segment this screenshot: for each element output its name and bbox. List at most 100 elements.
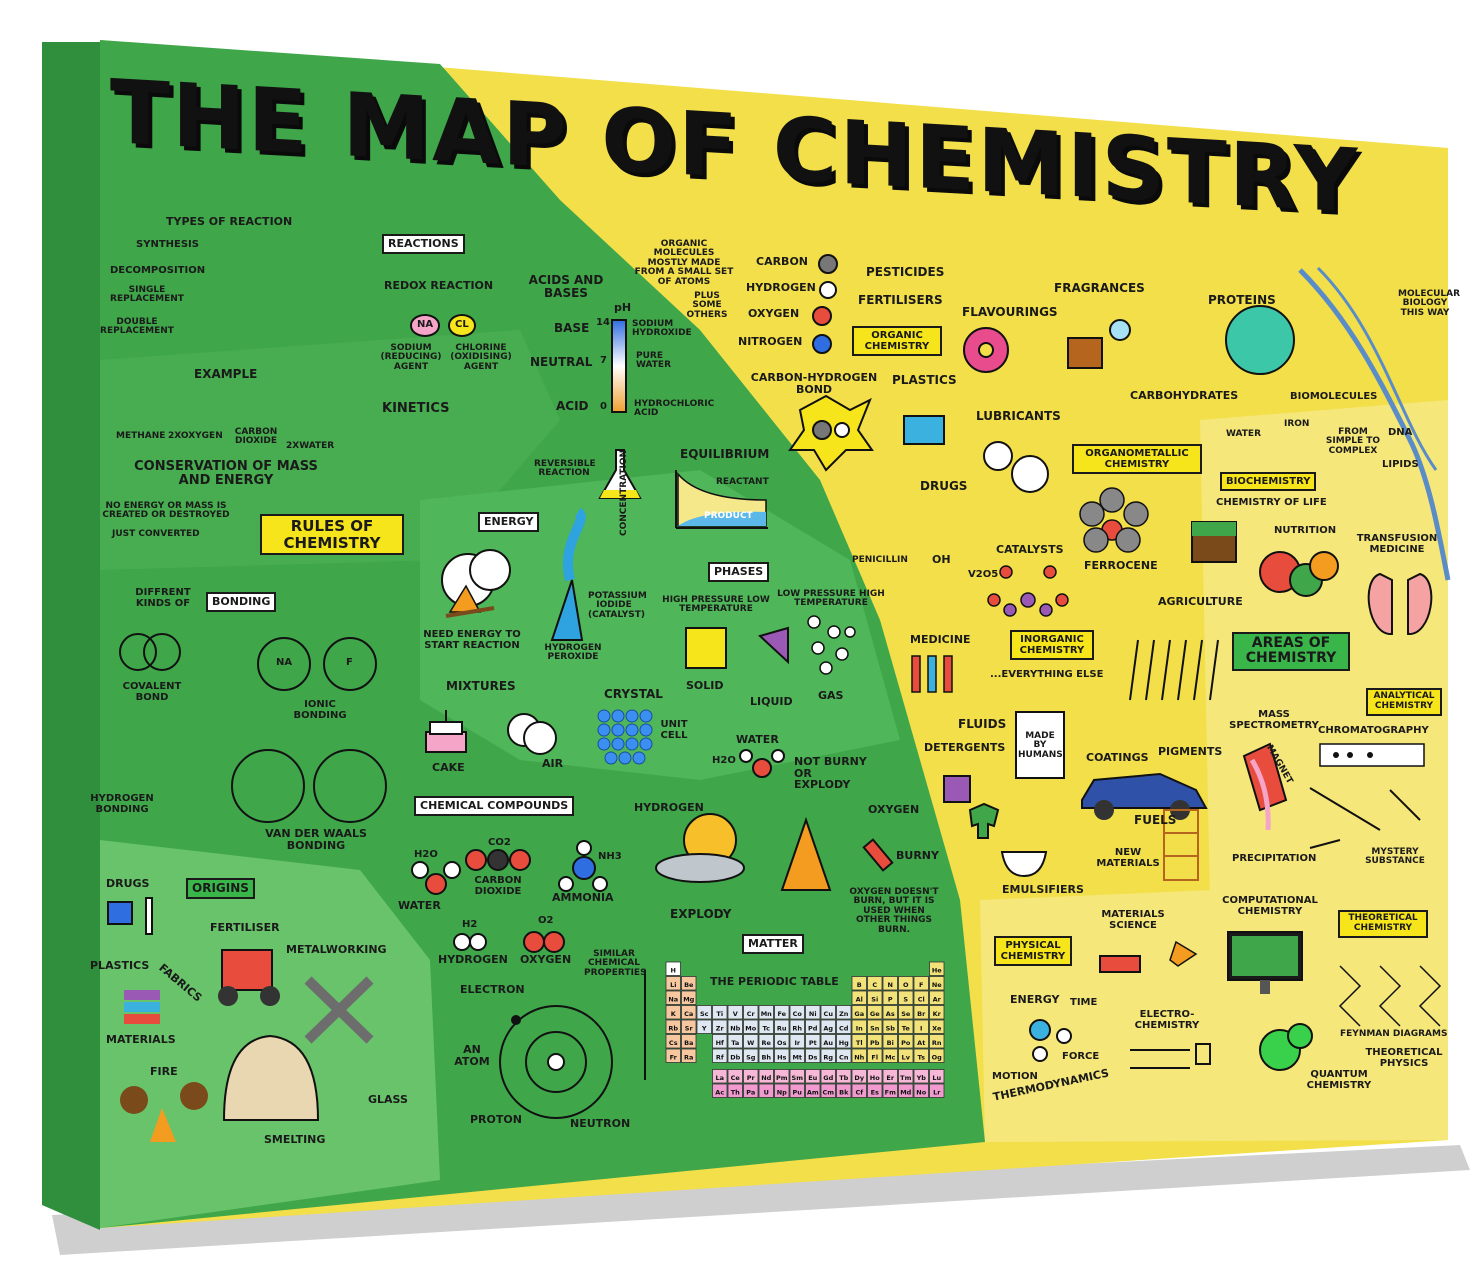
force-label: FORCE: [1062, 1051, 1100, 1062]
burny-fire-icon: [780, 816, 894, 891]
f-ion-label: F: [346, 657, 353, 668]
flavourings-label: FLAVOURINGS: [962, 305, 1058, 319]
fire-label: FIRE: [150, 1065, 178, 1078]
element-cell: [851, 1019, 867, 1034]
motion-label: MOTION: [992, 1071, 1038, 1082]
medicine-tubes-icon: [911, 655, 953, 693]
element-cell-symbol: Og: [932, 1054, 943, 1062]
mass-spec-label: MASS SPECTROMETRY: [1229, 709, 1319, 731]
element-cell-symbol: Mg: [683, 996, 694, 1004]
detergent-shirt-icon: [943, 775, 1000, 839]
solid-label: SOLID: [686, 679, 724, 692]
compound-molecules: [411, 840, 608, 953]
protein-blob-icon: [1225, 305, 1295, 375]
element-cell-symbol: Sb: [886, 1025, 896, 1033]
ionic-bond-icon: [257, 637, 377, 691]
transfusion-label: TRANSFUSION MEDICINE: [1356, 533, 1438, 555]
lanthanide-cell: [882, 1069, 898, 1084]
physical-chemistry-box: PHYSICAL CHEMISTRY: [994, 936, 1072, 966]
computer-monitor-icon: [1227, 931, 1303, 994]
element-cell: [913, 1034, 929, 1049]
actinide-cell-symbol: No: [916, 1089, 926, 1097]
element-cell: [851, 1034, 867, 1049]
element-cell: [805, 1034, 821, 1049]
lanthanide-cell-symbol: Eu: [808, 1074, 817, 1082]
element-cell-symbol: Cn: [839, 1054, 849, 1062]
quantum-label: QUANTUM CHEMISTRY: [1306, 1069, 1372, 1091]
emulsifier-bowl-icon: [1000, 851, 1048, 878]
hydrogen-bonding-label: HYDROGEN BONDING: [90, 793, 154, 815]
actinide-cell: [712, 1083, 728, 1098]
drugs-origin-label: DRUGS: [106, 877, 150, 890]
lanthanide-cell: [820, 1069, 836, 1084]
element-cell-symbol: Bi: [887, 1039, 894, 1047]
air-label: AIR: [542, 757, 564, 770]
actinide-cell-symbol: Ac: [715, 1089, 724, 1097]
element-cell-symbol: Ir: [794, 1039, 800, 1047]
ph7-label: 7: [600, 355, 607, 366]
element-cell-symbol: Ds: [808, 1054, 817, 1062]
feynman-diagrams: [1338, 965, 1442, 1027]
actinide-cell: [743, 1083, 759, 1098]
matter-box: MATTER: [742, 934, 804, 955]
cake-icon: [425, 710, 467, 753]
an-atom-label: AN ATOM: [454, 1043, 490, 1068]
materials-origin-label: MATERIALS: [106, 1033, 176, 1046]
canvas-left-edge: [42, 42, 100, 1230]
materials-science-laser: [1099, 940, 1198, 973]
2xwater-label: 2XWATER: [286, 441, 335, 451]
nutrition-veg-icon: [1259, 551, 1339, 597]
element-cell-symbol: Rh: [792, 1025, 802, 1033]
metalworking-label: METALWORKING: [286, 943, 387, 956]
rules-of-chemistry-box: RULES OF CHEMISTRY: [260, 514, 404, 555]
element-cell: [758, 1005, 774, 1020]
element-cell: [743, 1019, 759, 1034]
made-by-humans-jar: [1015, 711, 1065, 779]
lanthanide-cell-symbol: Ho: [870, 1074, 880, 1082]
element-cell-symbol: Cl: [918, 996, 925, 1004]
element-cell-symbol: Pb: [870, 1039, 880, 1047]
no-energy-label: NO ENERGY OR MASS IS CREATED OR DESTROYE…: [102, 501, 230, 521]
electron-label: ELECTRON: [460, 983, 525, 996]
element-cell-symbol: Rb: [668, 1025, 678, 1033]
element-cell: [681, 1034, 697, 1049]
element-cell: [913, 990, 929, 1005]
coatings-label: COATINGS: [1086, 751, 1149, 764]
element-cell-symbol: Fe: [777, 1010, 786, 1018]
element-cell-symbol: Rn: [932, 1039, 942, 1047]
element-cell-symbol: Cr: [747, 1010, 756, 1018]
proton-label: PROTON: [470, 1113, 522, 1126]
element-cell: [712, 1048, 728, 1063]
element-cell-symbol: Bh: [761, 1054, 771, 1062]
element-cell: [743, 1005, 759, 1020]
element-cell: [836, 1019, 852, 1034]
water-molecule-icon: [739, 749, 785, 778]
plastics-origin-label: PLASTICS: [90, 959, 150, 972]
lanthanide-cell-symbol: La: [715, 1074, 724, 1082]
mixtures-label: MIXTURES: [446, 679, 516, 693]
2xoxygen-label: 2XOXYGEN: [168, 431, 223, 441]
reversible-reaction-label: REVERSIBLE REACTION: [534, 459, 596, 479]
element-cell: [665, 1019, 681, 1034]
carbon-dioxide-label: CARBON DIOXIDE: [234, 427, 278, 447]
element-cell: [898, 1019, 914, 1034]
phases-box: PHASES: [708, 562, 770, 583]
element-cell: [774, 1019, 790, 1034]
element-cell-symbol: Li: [670, 981, 676, 989]
hydrochloric-acid-label: HYDROCHLORIC ACID: [634, 399, 715, 419]
element-cell-symbol: Si: [871, 996, 878, 1004]
plastics-label: PLASTICS: [892, 373, 957, 387]
element-cell: [727, 1019, 743, 1034]
donut-icon: [963, 327, 1009, 373]
lanthanide-cell: [789, 1069, 805, 1084]
lanthanide-cell-symbol: Dy: [854, 1074, 864, 1082]
product-label: PRODUCT: [704, 511, 753, 521]
liquid-icon: [758, 626, 789, 665]
element-cell: [851, 1048, 867, 1063]
element-cell: [665, 1005, 681, 1020]
element-cell: [789, 1048, 805, 1063]
lanthanide-cell-symbol: Gd: [823, 1074, 833, 1082]
gas-label: GAS: [818, 689, 844, 702]
element-cell: [913, 1048, 929, 1063]
inorganic-chemistry-box: INORGANIC CHEMISTRY: [1010, 630, 1094, 660]
